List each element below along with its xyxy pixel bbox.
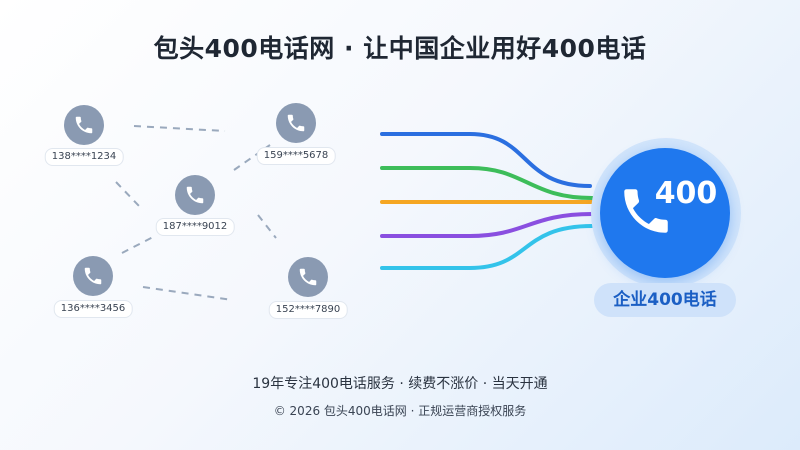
dashed-link (142, 286, 233, 301)
copyright: © 2026 包头400电话网 · 正规运营商授权服务 (273, 404, 527, 418)
phone-number: 136****3456 (53, 300, 133, 318)
hub-badge-text: 400 (654, 176, 718, 211)
phone-number: 138****1234 (44, 148, 124, 166)
phone-icon (299, 268, 317, 286)
phone-icon (287, 114, 305, 132)
phone-node-5 (288, 257, 328, 297)
phone-icon (84, 267, 102, 285)
hub-label: 企业400电话 (594, 283, 736, 317)
hub-badge (600, 148, 730, 278)
page-title: 包头400电话网 · 让中国企业用好400电话 (153, 34, 647, 63)
phone-icon (186, 186, 204, 204)
dashed-links (115, 125, 277, 301)
phone-node-1 (64, 105, 104, 145)
call-streams (380, 132, 594, 270)
dashed-link (115, 181, 141, 208)
phone-number: 187****9012 (155, 218, 235, 236)
phone-number: 152****7890 (268, 301, 348, 319)
stream-line (380, 212, 594, 238)
phone-node-4 (73, 256, 113, 296)
phone-icon (624, 189, 668, 233)
phone-number: 159****5678 (256, 147, 336, 165)
stream-line (380, 166, 594, 200)
stream-line (380, 224, 594, 270)
stream-line (380, 132, 592, 188)
phone-node-2 (276, 103, 316, 143)
dashed-link (257, 214, 277, 239)
dashed-link (121, 235, 156, 254)
tagline: 19年专注400电话服务 · 续费不涨价 · 当天开通 (252, 376, 548, 392)
dashed-link (133, 125, 226, 132)
phone-node-3 (175, 175, 215, 215)
phone-icon (75, 116, 93, 134)
